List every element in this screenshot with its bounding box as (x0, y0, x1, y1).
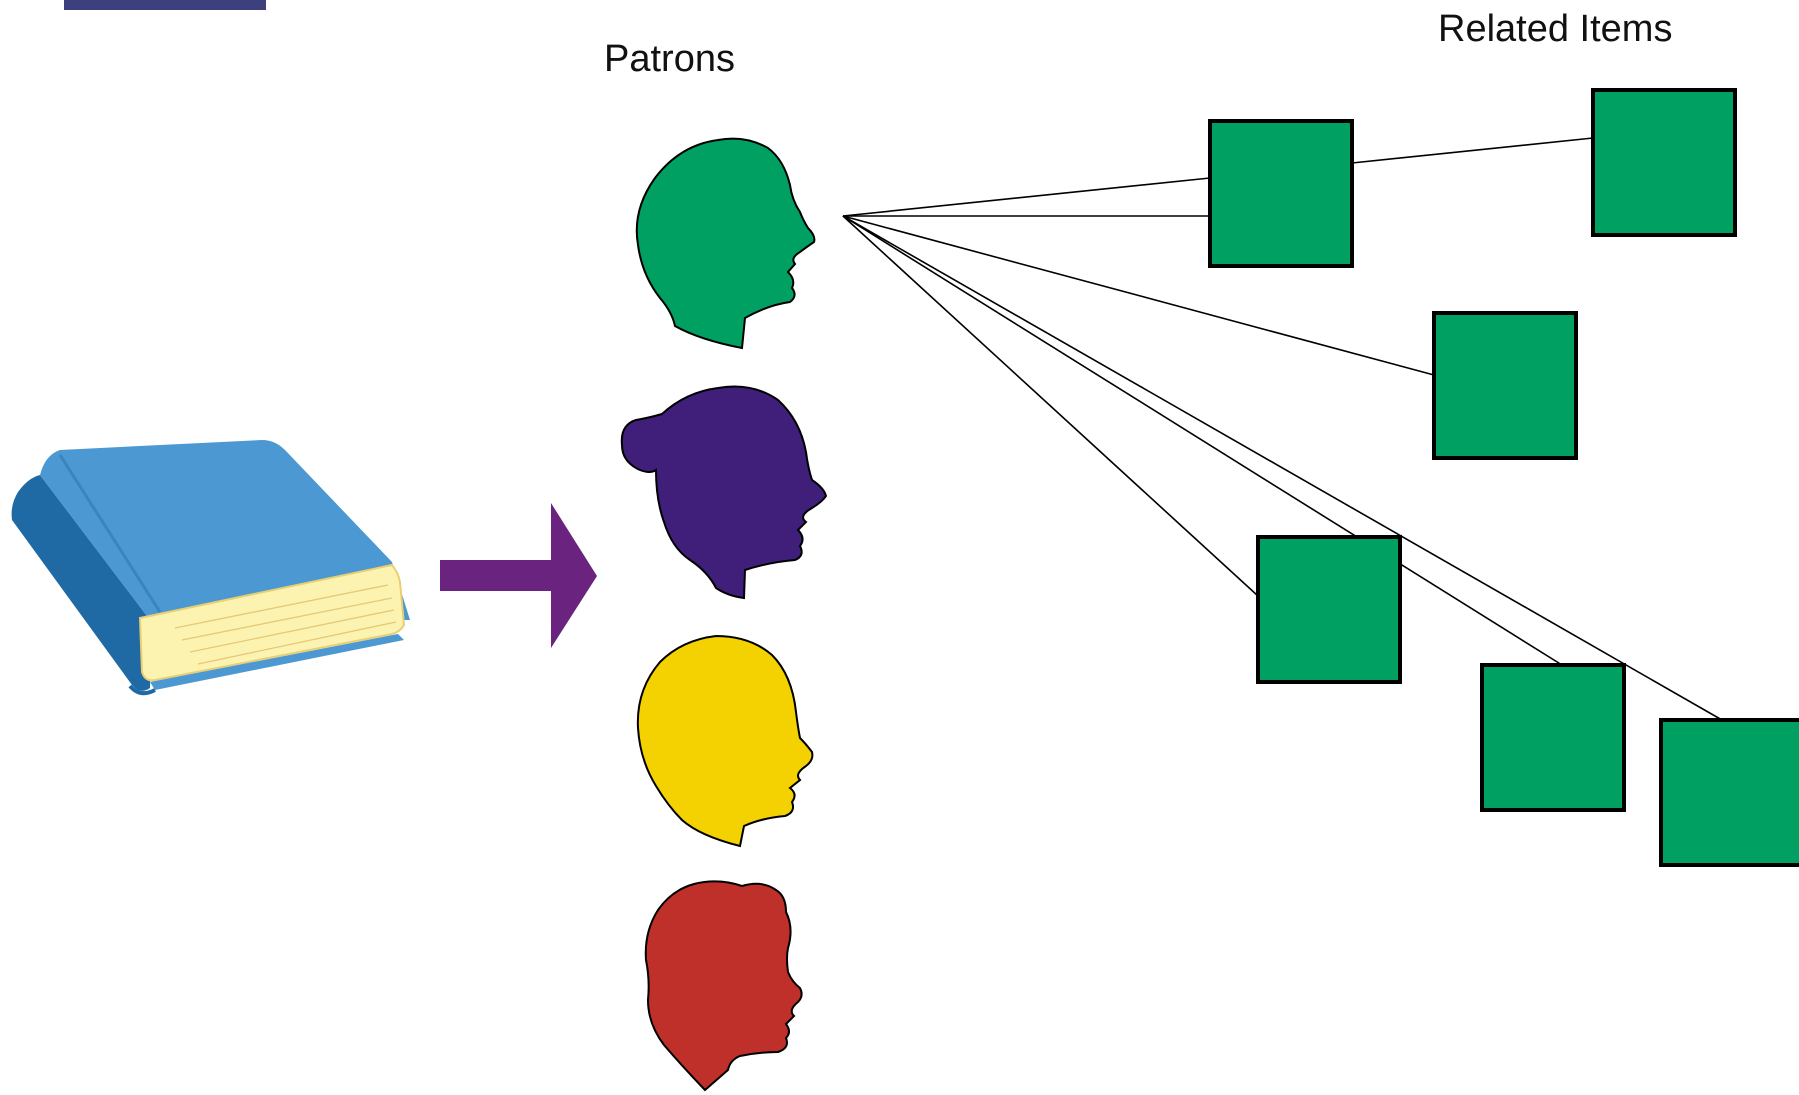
connector-lines (842, 137, 1723, 721)
patron-head-green (635, 137, 816, 350)
male-head-icon (635, 137, 816, 350)
connector-item-1-to-item-2 (1351, 137, 1594, 164)
related-item-3 (1432, 311, 1578, 460)
related-item-1 (1208, 119, 1354, 268)
related-items (1208, 88, 1799, 867)
book-icon (11, 440, 410, 696)
connector-item-4 (842, 215, 1259, 597)
related-item-4 (1256, 535, 1402, 684)
female-head-bun-icon (620, 385, 828, 600)
male-head-icon-red (644, 880, 803, 1092)
related-items-label: Related Items (1438, 8, 1673, 50)
related-item-2 (1591, 88, 1737, 237)
corner-bar (64, 0, 266, 10)
patrons-label: Patrons (604, 38, 735, 80)
related-item-6 (1659, 718, 1799, 867)
book-spine (11, 475, 150, 691)
arrow-right-icon (440, 503, 597, 648)
connector-item-3 (842, 215, 1435, 376)
connector-item-6 (842, 215, 1723, 721)
connector-item-1-upper (842, 177, 1211, 217)
related-item-5 (1480, 663, 1626, 812)
book-cover (40, 440, 410, 620)
patron-head-red (644, 880, 803, 1092)
patron-head-purple (620, 385, 828, 600)
connector-item-5 (842, 215, 1563, 666)
head-icon (636, 634, 814, 848)
patron-head-yellow (636, 634, 814, 848)
